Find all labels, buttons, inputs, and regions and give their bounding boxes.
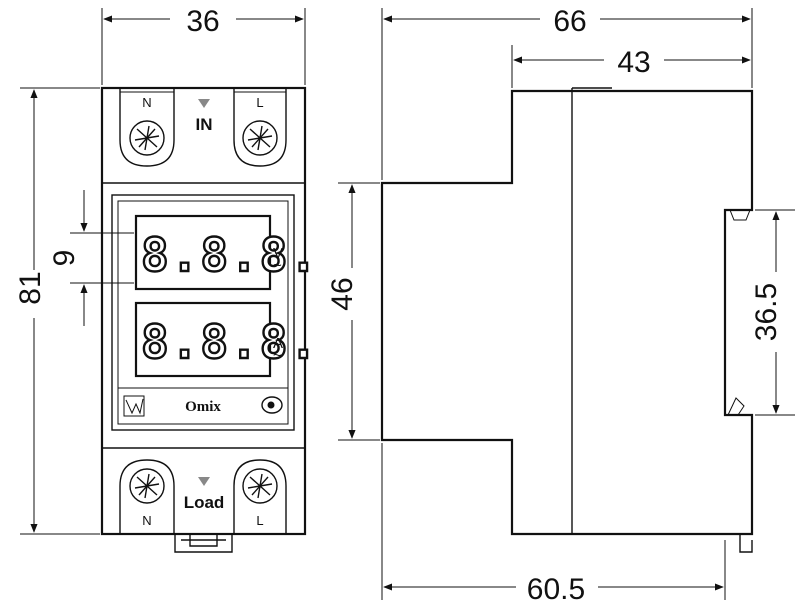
triangle-down-icon <box>198 477 210 486</box>
voltage-digits: 8.8.8. <box>141 228 319 282</box>
display-bezel <box>111 194 295 431</box>
dimension-bottom-depth: 60.5 <box>527 573 585 606</box>
front-dimensions: 36 81 9 <box>14 5 306 535</box>
voltage-unit: V <box>273 245 283 262</box>
dimension-front-width: 36 <box>186 5 219 38</box>
terminal-label-top-n: N <box>142 95 151 110</box>
screw-terminal-icon <box>129 120 165 156</box>
brand-name: Omix <box>185 399 221 415</box>
triangle-down-icon <box>198 99 210 108</box>
dimension-height: 81 <box>14 271 47 304</box>
current-digits: 8.8.8. <box>141 315 319 369</box>
dimension-display-offset: 9 <box>48 250 81 267</box>
current-tilde: ~ <box>273 347 282 364</box>
terminal-label-top-l: L <box>256 95 263 110</box>
current-display-window <box>134 301 272 378</box>
rail-latch <box>739 534 753 553</box>
caption-in: IN <box>196 115 213 134</box>
dimension-total-depth: 66 <box>553 5 586 38</box>
side-dimensions: 66 43 46 36.5 60.5 <box>326 5 795 606</box>
din-clip <box>174 534 233 553</box>
brand-logo-icon <box>123 395 145 417</box>
terminal-label-bottom-l: L <box>256 513 263 528</box>
screw-terminal-icon <box>242 468 278 504</box>
dimension-rail-height: 36.5 <box>750 283 783 341</box>
side-housing-outline <box>380 89 754 536</box>
front-housing-outline <box>100 86 307 536</box>
side-view <box>380 87 754 553</box>
screw-terminal-icon <box>129 468 165 504</box>
top-terminal-block: N L IN <box>119 88 287 167</box>
current-unit: A <box>273 335 283 352</box>
reset-button-icon <box>261 396 283 414</box>
dimension-top-depth: 43 <box>617 46 650 79</box>
screw-terminal-icon <box>242 120 278 156</box>
voltage-display-window <box>134 214 272 291</box>
bottom-terminal-block: N L Load <box>119 459 287 534</box>
front-view: N L IN 8.8.8. 8.8.8. V ~ A ~ Omix <box>100 86 319 553</box>
dimension-side-height: 46 <box>326 277 359 310</box>
caption-load: Load <box>184 493 225 512</box>
terminal-label-bottom-n: N <box>142 513 151 528</box>
voltage-tilde: ~ <box>273 257 282 274</box>
